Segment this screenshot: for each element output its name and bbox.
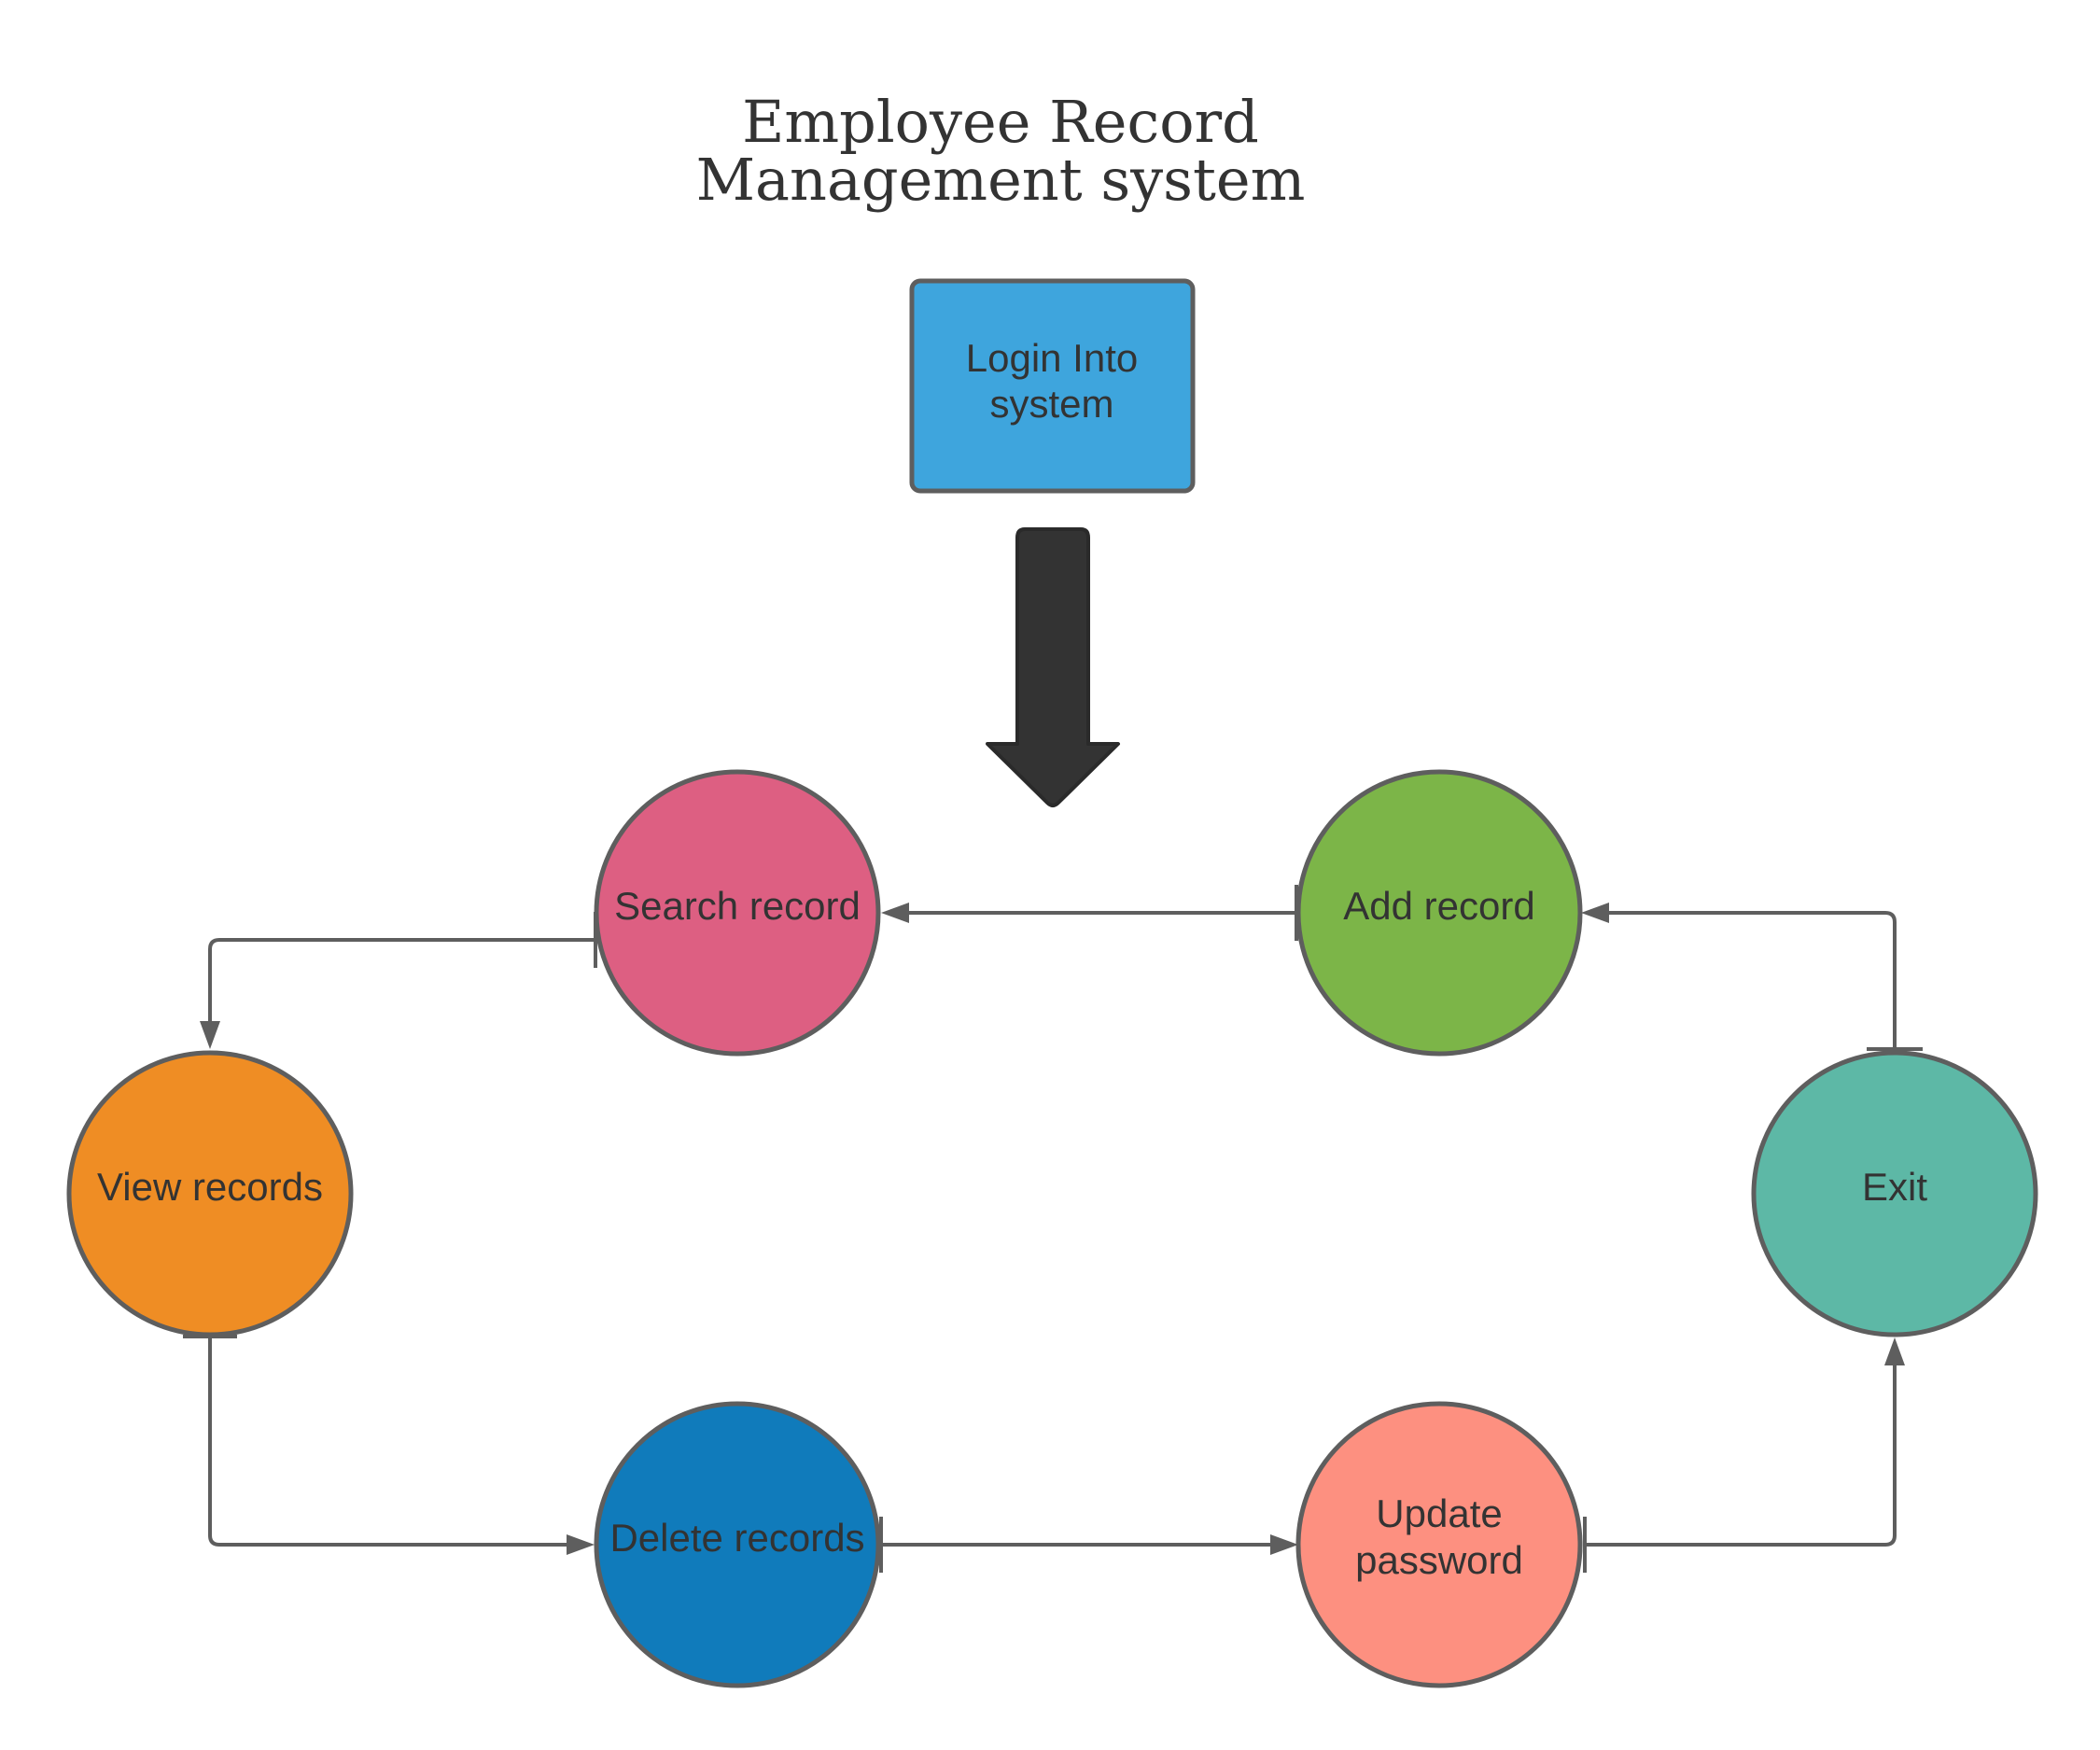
connector-exit-to-add <box>1581 903 1923 1051</box>
delete-records-label: Delete records <box>609 1516 864 1560</box>
delete-records-circle <box>594 1401 881 1688</box>
login-box <box>909 278 1196 494</box>
view-records-node: View records <box>66 1050 354 1337</box>
search-record-circle <box>594 769 881 1057</box>
connector-update-to-exit <box>1583 1337 1905 1573</box>
view-records-label: View records <box>97 1165 323 1209</box>
connector-view-to-delete <box>183 1335 595 1555</box>
update-password-label-line-2: password <box>1355 1538 1523 1582</box>
add-record-node: Add record <box>1295 769 1583 1057</box>
connector-add-to-search <box>881 885 1298 941</box>
exit-node: Exit <box>1751 1050 2038 1337</box>
diagram-title-line-2: Management system <box>696 146 1306 214</box>
search-record-label: Search record <box>614 884 861 928</box>
add-record-circle <box>1295 769 1583 1057</box>
login-label-line-2: system <box>989 382 1113 426</box>
login-label-line-1: Login Into <box>966 336 1139 380</box>
update-password-circle <box>1295 1401 1583 1688</box>
view-records-circle <box>66 1050 354 1337</box>
login-node: Login Into system <box>909 278 1196 494</box>
update-password-label-line-1: Update <box>1376 1491 1502 1535</box>
diagram-title-line-1: Employee Record <box>742 88 1259 156</box>
exit-circle <box>1751 1050 2038 1337</box>
update-password-node: Update password <box>1295 1401 1583 1688</box>
connector-delete-to-update <box>879 1517 1298 1573</box>
exit-label: Exit <box>1862 1165 1927 1209</box>
big-down-arrow <box>986 527 1120 807</box>
search-record-node: Search record <box>594 769 881 1057</box>
connector-search-to-view <box>200 912 597 1049</box>
add-record-label: Add record <box>1343 884 1534 928</box>
delete-records-node: Delete records <box>594 1401 881 1688</box>
